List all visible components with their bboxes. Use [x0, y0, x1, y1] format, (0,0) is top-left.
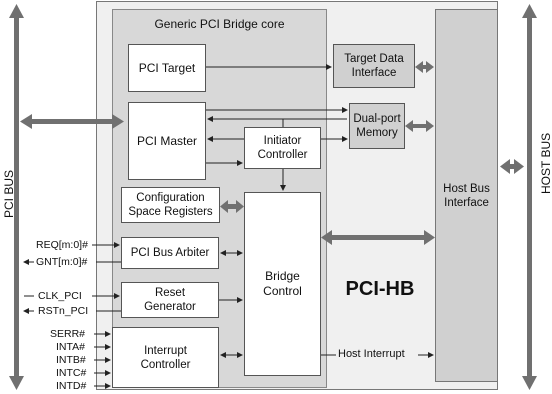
bus-arbiter-label: PCI Bus Arbiter — [130, 247, 210, 259]
rstn-signal-label: RSTn_PCI — [38, 305, 89, 317]
pci-target-block: PCI Target — [128, 44, 206, 92]
bridge-to-host-arrow — [321, 230, 435, 245]
memory-to-host-arrow — [405, 120, 434, 132]
host-bus-interface-label: Host Bus Interface — [443, 182, 490, 209]
pci-master-block: PCI Master — [128, 102, 206, 180]
core-title: Generic PCI Bridge core — [154, 17, 285, 31]
target-data-to-host-arrow — [415, 61, 434, 73]
pci-bus-arrow — [9, 4, 24, 390]
interrupt-controller-block: Interrupt Controller — [112, 327, 219, 388]
intc-signal-label: INTC# — [56, 367, 87, 379]
intd-signal-label: INTD# — [56, 380, 87, 392]
target-data-interface-block: Target Data Interface — [333, 44, 415, 88]
config-registers-label: Configuration Space Registers — [128, 192, 213, 218]
host-bus-interface: Host Bus Interface — [435, 9, 498, 382]
dual-port-memory-block: Dual-port Memory — [349, 103, 405, 149]
intb-signal-label: INTB# — [56, 354, 86, 366]
config-registers-block: Configuration Space Registers — [121, 187, 220, 223]
bus-arbiter-block: PCI Bus Arbiter — [121, 237, 219, 269]
pci-master-label: PCI Master — [136, 134, 197, 148]
reset-generator-label: Reset Generator — [144, 287, 196, 313]
target-data-interface-label: Target Data Interface — [344, 53, 404, 79]
interrupt-controller-label: Interrupt Controller — [140, 344, 191, 371]
product-label: PCI-HB — [345, 278, 415, 300]
host-bus-arrow — [522, 4, 537, 390]
serr-signal-label: SERR# — [50, 328, 86, 340]
host-interface-to-bus-arrow — [500, 159, 524, 174]
req-signal-label: REQ[m:0]# — [36, 239, 88, 251]
bridge-control-label: Bridge Control — [263, 269, 302, 298]
pci-target-label: PCI Target — [138, 61, 196, 75]
clk-signal-label: CLK_PCI — [38, 290, 82, 302]
initiator-controller-block: Initiator Controller — [244, 127, 321, 169]
initiator-controller-label: Initiator Controller — [257, 135, 308, 161]
config-to-bridge-arrow — [220, 200, 244, 213]
reset-generator-block: Reset Generator — [121, 282, 219, 318]
dual-port-memory-label: Dual-port Memory — [353, 113, 401, 139]
host-interrupt-label: Host Interrupt — [338, 348, 405, 360]
bridge-control-block: Bridge Control — [244, 192, 321, 376]
thin-connectors — [23, 64, 434, 389]
pci-bus-to-master-arrow — [20, 114, 124, 129]
gnt-signal-label: GNT[m:0]# — [36, 256, 88, 268]
inta-signal-label: INTA# — [56, 341, 85, 353]
